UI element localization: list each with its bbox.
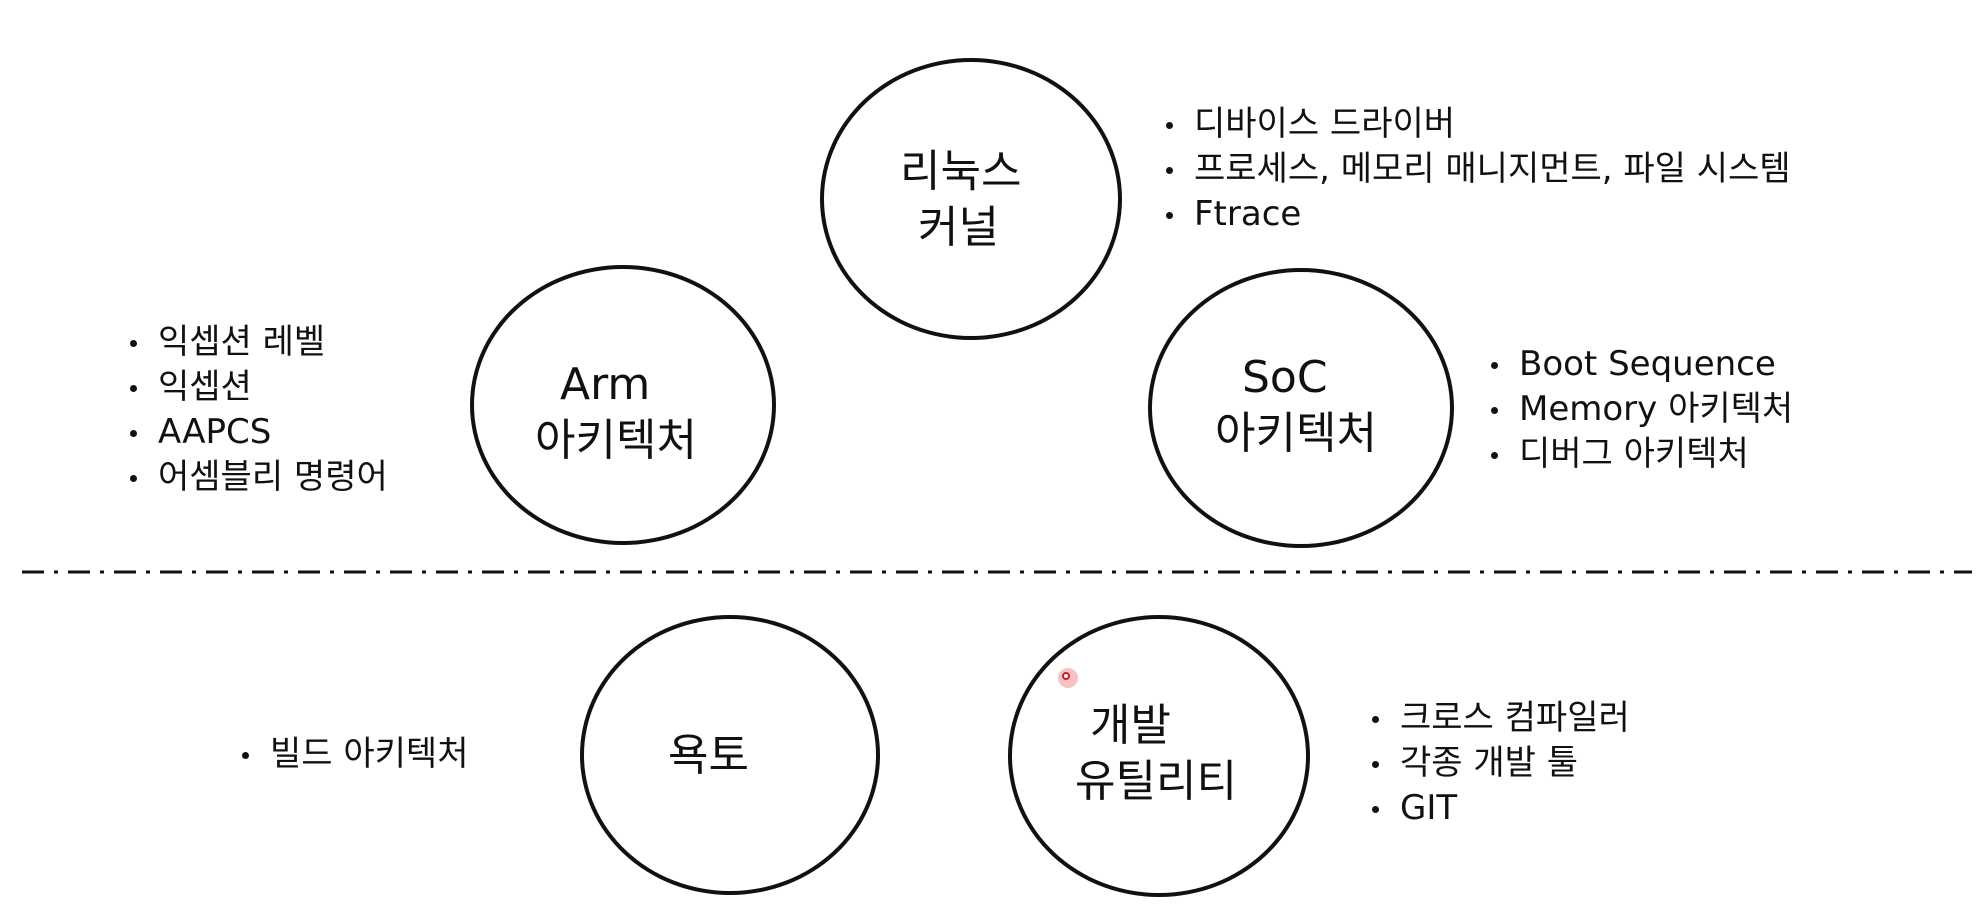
- cursor-highlight-icon: [1058, 668, 1078, 688]
- node-linux-kernel: [820, 58, 1122, 340]
- soc-architecture-note: Boot Sequence: [1485, 342, 1793, 387]
- arm-architecture-note: 익셉션 레벨: [124, 320, 388, 365]
- node-soc-architecture: [1148, 268, 1454, 548]
- dev-utility-note: GIT: [1366, 786, 1630, 831]
- arm-architecture-note: 익셉션: [124, 365, 388, 410]
- node-soc-architecture-label-2: 아키텍처: [1215, 408, 1377, 459]
- node-yocto-label: 욕토: [668, 730, 749, 781]
- section-divider: [22, 570, 1972, 574]
- node-dev-utility-label-2: 유틸리티: [1075, 756, 1237, 807]
- dev-utility-note: 크로스 컴파일러: [1366, 696, 1630, 741]
- arm-architecture-note: 어셈블리 명령어: [124, 455, 388, 500]
- node-yocto: [580, 615, 880, 895]
- node-arm-architecture: [470, 265, 776, 545]
- soc-architecture-note: Memory 아키텍처: [1485, 387, 1793, 432]
- yocto-notes: 빌드 아키텍처: [236, 732, 469, 777]
- arm-architecture-notes: 익셉션 레벨 익셉션 AAPCS 어셈블리 명령어: [124, 320, 388, 500]
- node-dev-utility: [1008, 615, 1310, 897]
- node-arm-architecture-label-2: 아키텍처: [535, 415, 697, 466]
- soc-architecture-notes: Boot Sequence Memory 아키텍처 디버그 아키텍처: [1485, 342, 1793, 477]
- node-dev-utility-label-1: 개발: [1090, 700, 1171, 751]
- yocto-note: 빌드 아키텍처: [236, 732, 469, 777]
- linux-kernel-note: 디바이스 드라이버: [1160, 102, 1791, 147]
- node-soc-architecture-label-1: SoC: [1242, 352, 1328, 403]
- linux-kernel-note: Ftrace: [1160, 192, 1791, 237]
- dev-utility-note: 각종 개발 툴: [1366, 741, 1630, 786]
- linux-kernel-notes: 디바이스 드라이버 프로세스, 메모리 매니지먼트, 파일 시스템 Ftrace: [1160, 102, 1791, 237]
- arm-architecture-note: AAPCS: [124, 410, 388, 455]
- linux-kernel-note: 프로세스, 메모리 매니지먼트, 파일 시스템: [1160, 147, 1791, 192]
- dev-utility-notes: 크로스 컴파일러 각종 개발 툴 GIT: [1366, 696, 1630, 831]
- soc-architecture-note: 디버그 아키텍처: [1485, 432, 1793, 477]
- node-arm-architecture-label-1: Arm: [560, 359, 651, 410]
- node-linux-kernel-label-2: 커널: [918, 202, 999, 253]
- node-linux-kernel-label-1: 리눅스: [900, 146, 1022, 197]
